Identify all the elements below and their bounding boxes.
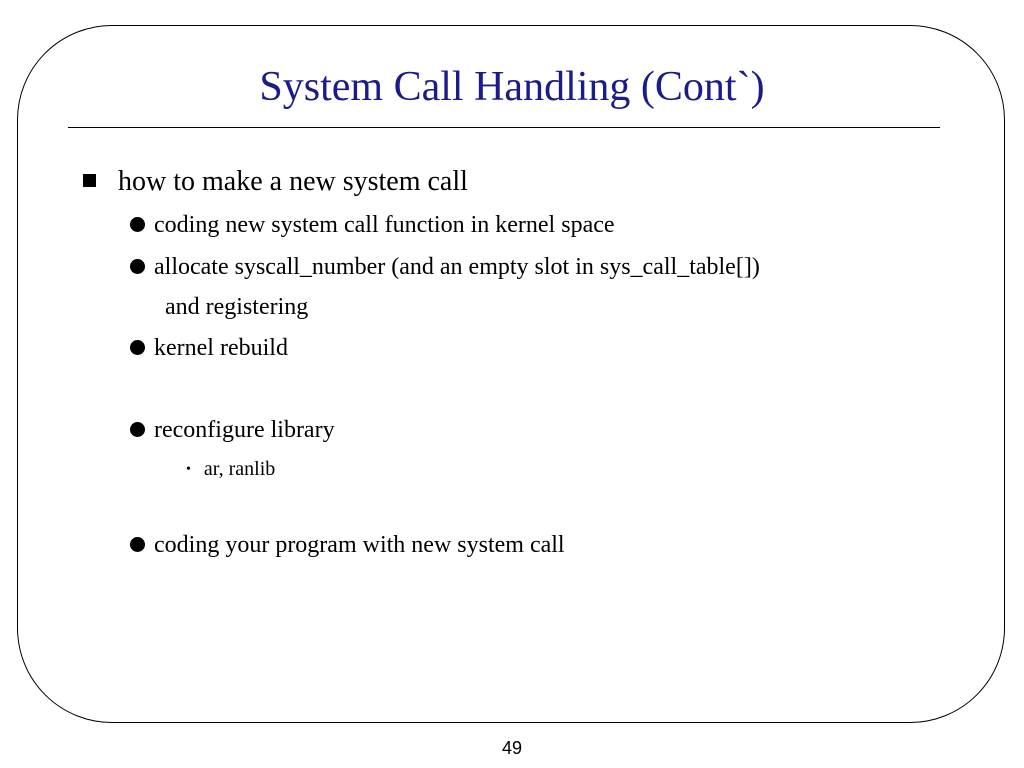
bullet-item-2: coding new system call function in kerne…: [130, 210, 615, 240]
bullet-text: allocate syscall_number (and an empty sl…: [154, 254, 760, 280]
page-number: 49: [501, 738, 523, 758]
square-bullet-icon: [83, 174, 96, 188]
slide-frame: [17, 25, 1005, 723]
bullet-item-4: kernel rebuild: [130, 333, 288, 363]
bullet-item-1: how to make a new system call: [83, 165, 468, 199]
bullet-item-6: • ar, ranlib: [186, 456, 275, 485]
circle-bullet-icon: [130, 421, 145, 437]
bullet-item-3: allocate syscall_number (and an empty sl…: [130, 252, 760, 282]
bullet-item-7: coding your program with new system call: [130, 530, 565, 560]
bullet-item-5: reconfigure library: [130, 415, 335, 445]
circle-bullet-icon: [130, 216, 145, 232]
bullet-text: coding your program with new system call: [154, 532, 565, 558]
bullet-text: how to make a new system call: [118, 166, 468, 197]
bullet-text: coding new system call function in kerne…: [154, 212, 615, 238]
bullet-text: ar, ranlib: [203, 458, 276, 480]
dot-bullet-icon: •: [186, 462, 191, 477]
circle-bullet-icon: [130, 339, 145, 355]
slide-title: System Call Handling (Cont`): [259, 64, 765, 110]
bullet-text: reconfigure library: [154, 417, 335, 443]
title-divider: [68, 127, 940, 128]
bullet-text: kernel rebuild: [154, 335, 288, 361]
circle-bullet-icon: [130, 258, 145, 274]
circle-bullet-icon: [130, 536, 145, 552]
bullet-item-3-continuation: and registering: [165, 294, 309, 320]
